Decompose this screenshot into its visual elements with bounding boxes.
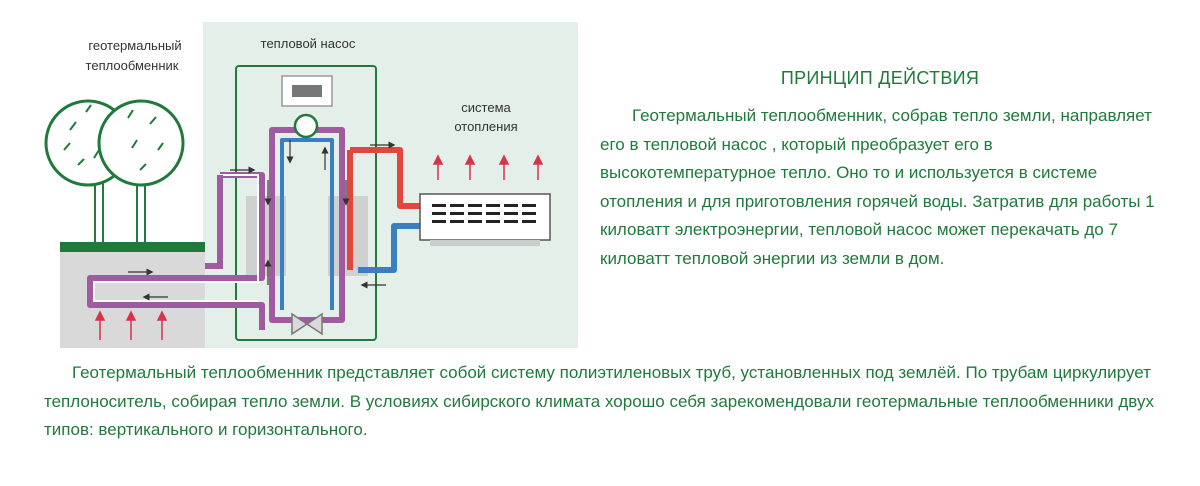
radiator-icon: [419, 193, 551, 246]
principle-text: Геотермальный теплообменник, собрав тепл…: [600, 106, 1155, 268]
heating-loop-cold: [358, 223, 420, 273]
heating-label-line1: система: [461, 100, 511, 115]
heat-pump-body: [235, 65, 377, 341]
heat-arrows-radiator: [432, 154, 544, 180]
exchanger-label-line2: теплообменник: [86, 58, 179, 73]
heat-arrows-ground: [94, 310, 168, 340]
expansion-valve-icon: [291, 312, 323, 336]
flow-arrows: [128, 140, 396, 301]
principle-heading: ПРИНЦИП ДЕЙСТВИЯ: [780, 68, 980, 88]
compressor-icon: [293, 113, 319, 139]
heat-pump-diagram: геотермальный теплообменник тепловой нас…: [44, 22, 578, 348]
exchanger-label-line1: геотермальный: [88, 38, 181, 53]
heat-pump-panel: [203, 22, 578, 348]
exchanger-description: Геотермальный теплообменник представляет…: [44, 363, 1154, 439]
principle-section: ПРИНЦИП ДЕЙСТВИЯ Геотермальный теплообме…: [600, 66, 1160, 273]
trees-icon: [44, 99, 185, 242]
heating-loop-hot: [350, 147, 420, 209]
grass-line: [60, 242, 205, 252]
heating-label-line2: отопления: [454, 119, 517, 134]
ground-loop-pipe: [87, 172, 265, 330]
heat-pump-label: тепловой насос: [261, 36, 356, 51]
